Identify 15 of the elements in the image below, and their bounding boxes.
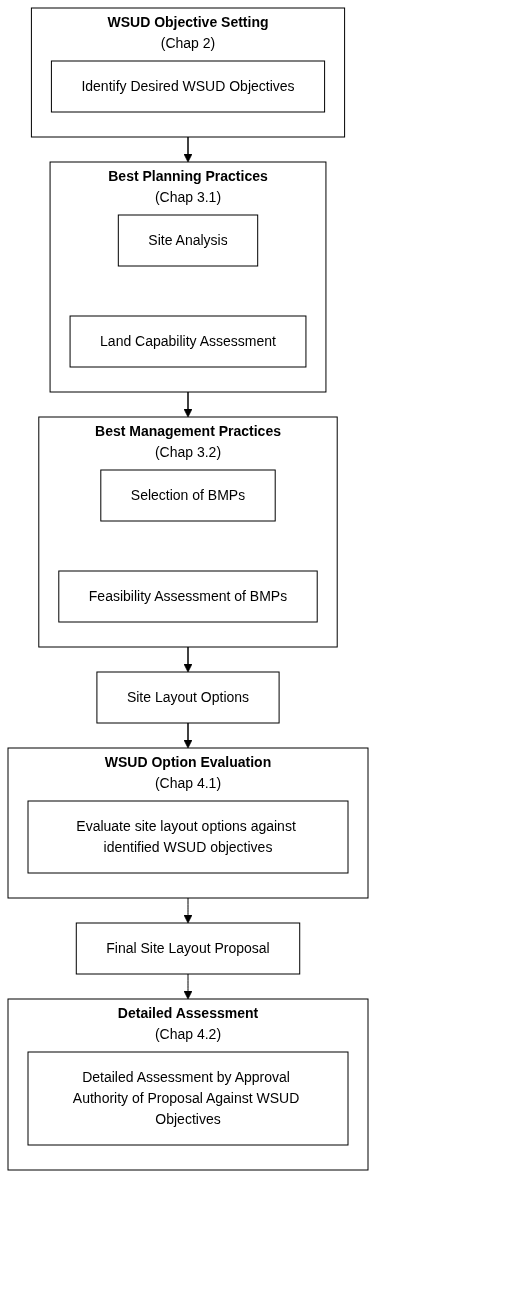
arrow (183, 136, 193, 163)
node-box: Feasibility Assessment of BMPs (58, 570, 318, 623)
node-box: Site Layout Options (96, 671, 280, 724)
arrow (183, 391, 193, 418)
arrow (183, 722, 193, 749)
node-box: Selection of BMPs (100, 469, 276, 522)
node-box: Detailed Assessment by Approval Authority of Proposal Against WSUD Objectives (27, 1051, 349, 1146)
arrow (183, 646, 193, 673)
arrow (183, 897, 193, 924)
node-box: Evaluate site layout options against identified WSUD objectives (27, 800, 349, 874)
node-box: Identify Desired WSUD Objectives (50, 60, 326, 113)
node-box: Final Site Layout Proposal (75, 922, 301, 975)
node-box: Land Capability Assessment (69, 315, 307, 368)
arrow (183, 973, 193, 1000)
node-box: Site Analysis (117, 214, 259, 267)
